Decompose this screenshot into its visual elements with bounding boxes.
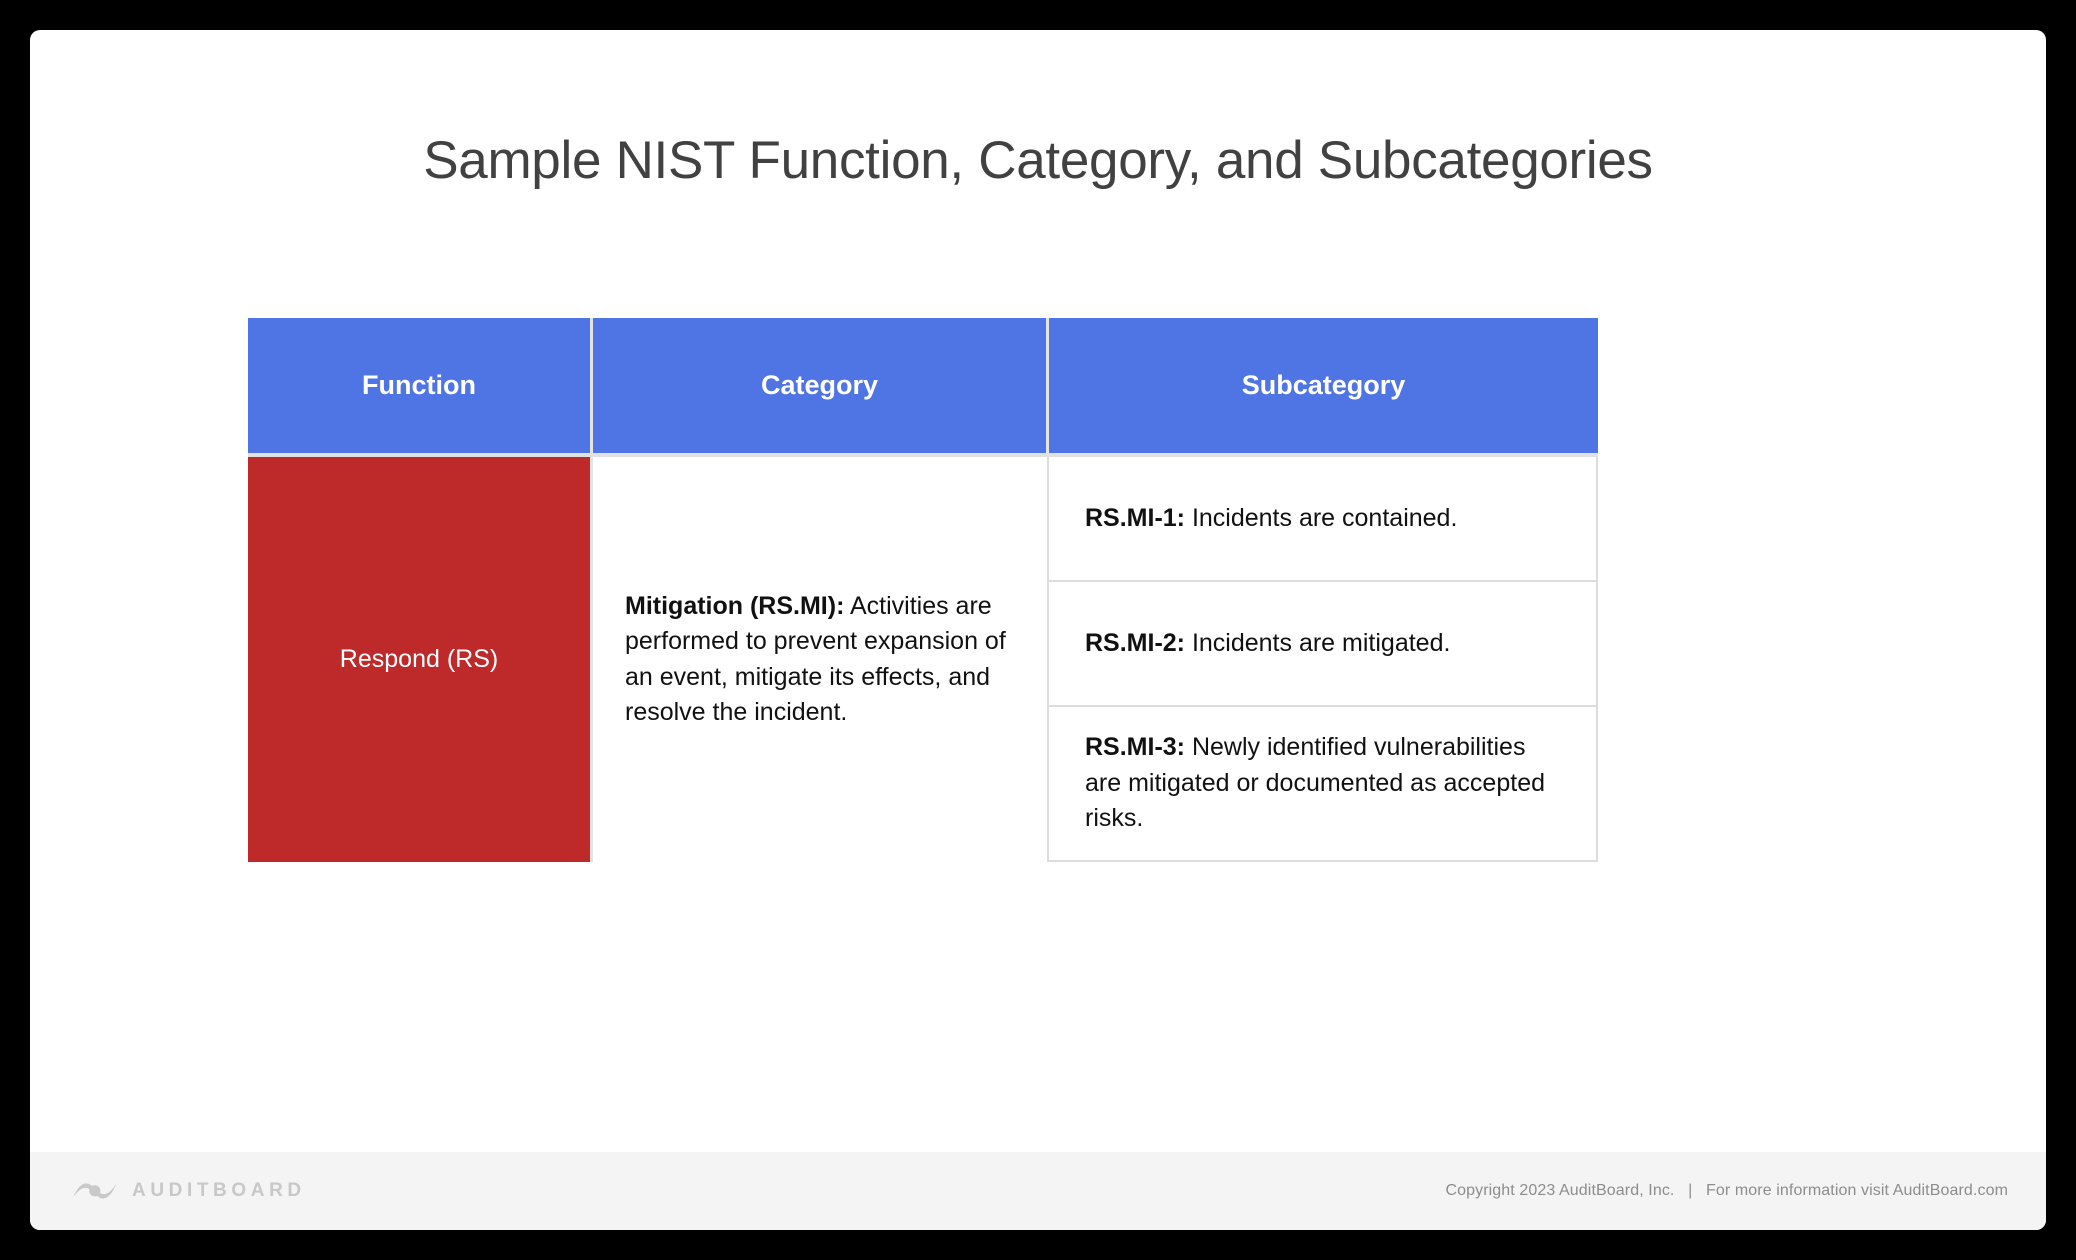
auditboard-eye-logo-icon	[73, 1183, 117, 1199]
category-body-text: Activities are performed to prevent expa…	[625, 591, 1006, 727]
subcategory-code-3: RS.MI-3:	[1085, 733, 1185, 762]
brand-wordmark: AUDITBOARD	[132, 1180, 306, 1201]
brand-logo: AUDITBOARD	[72, 1176, 306, 1206]
column-header-subcategory: Subcategory	[1049, 318, 1598, 457]
table-header-row: Function Category Subcategory	[248, 318, 1598, 457]
subcategory-code-2: RS.MI-2:	[1085, 628, 1185, 657]
column-header-category: Category	[593, 318, 1049, 457]
category-code-label: Mitigation (RS.MI):	[625, 591, 845, 620]
subcategory-text-2: Incidents are mitigated.	[1185, 628, 1451, 657]
table-row: RS.MI-3: Newly identified vulnerabilitie…	[248, 707, 1598, 862]
cell-function-respond: Respond (RS)	[248, 457, 593, 862]
column-header-function: Function	[248, 318, 593, 457]
slide-footer: AUDITBOARD Copyright 2023 AuditBoard, In…	[30, 1152, 2046, 1230]
table-row: Respond (RS) Mitigation (RS.MI): Activit…	[248, 457, 1598, 862]
slide-body: Sample NIST Function, Category, and Subc…	[30, 30, 2046, 1152]
cell-subcategory-rs-mi-3: RS.MI-3: Newly identified vulnerabilitie…	[1049, 707, 1598, 862]
cell-subcategory-rs-mi-2: RS.MI-2: Incidents are mitigated.	[1049, 582, 1598, 707]
cell-subcategory-rs-mi-1: RS.MI-1: Incidents are contained.	[1049, 457, 1598, 582]
page-title: Sample NIST Function, Category, and Subc…	[423, 131, 1653, 190]
nist-framework-table: Function Category Subcategory Respond (R…	[248, 318, 1598, 862]
subcategory-code-1: RS.MI-1:	[1085, 503, 1185, 532]
subcategory-text-3: Newly identified vulnerabilities are mit…	[1085, 733, 1545, 833]
table-row: RS.MI-2: Incidents are mitigated.	[248, 582, 1598, 707]
slide-frame: Sample NIST Function, Category, and Subc…	[30, 30, 2046, 1230]
table-header: Function Category Subcategory	[248, 318, 1598, 457]
footer-legal-text: Copyright 2023 AuditBoard, Inc. | For mo…	[1445, 1182, 2008, 1199]
subcategory-text-1: Incidents are contained.	[1185, 503, 1458, 532]
cell-category-mitigation: Mitigation (RS.MI): Activities are perfo…	[593, 457, 1049, 862]
table-body: Respond (RS) Mitigation (RS.MI): Activit…	[248, 457, 1598, 862]
